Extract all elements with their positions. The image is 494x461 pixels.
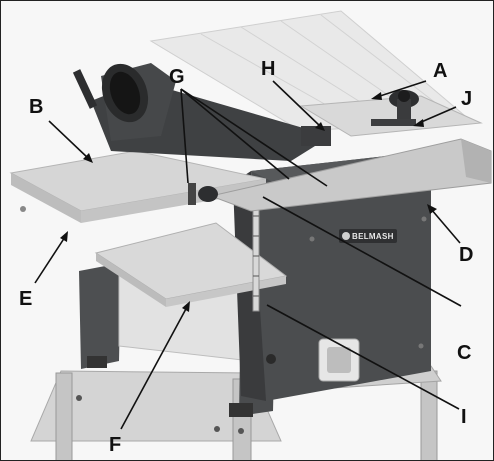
leader-lines [34,80,462,430]
callout-d: D [459,244,474,266]
callout-b: B [29,96,44,118]
depth-scale [252,200,260,312]
callout-c: C [457,342,472,364]
brand-badge [339,229,397,243]
callout-g: G [169,66,185,88]
callout-i: I [461,406,467,428]
guard-knob [188,183,218,205]
callout-h: H [261,58,276,80]
callout-a: A [433,60,448,82]
brand-label: BELMASH [352,232,394,241]
callout-j: J [461,88,473,110]
callout-f: F [109,434,122,456]
surfacer-tables [9,95,483,223]
fence-clamp [371,90,419,126]
callout-e: E [19,288,33,310]
fence [209,126,492,212]
dust-chute [72,63,331,161]
